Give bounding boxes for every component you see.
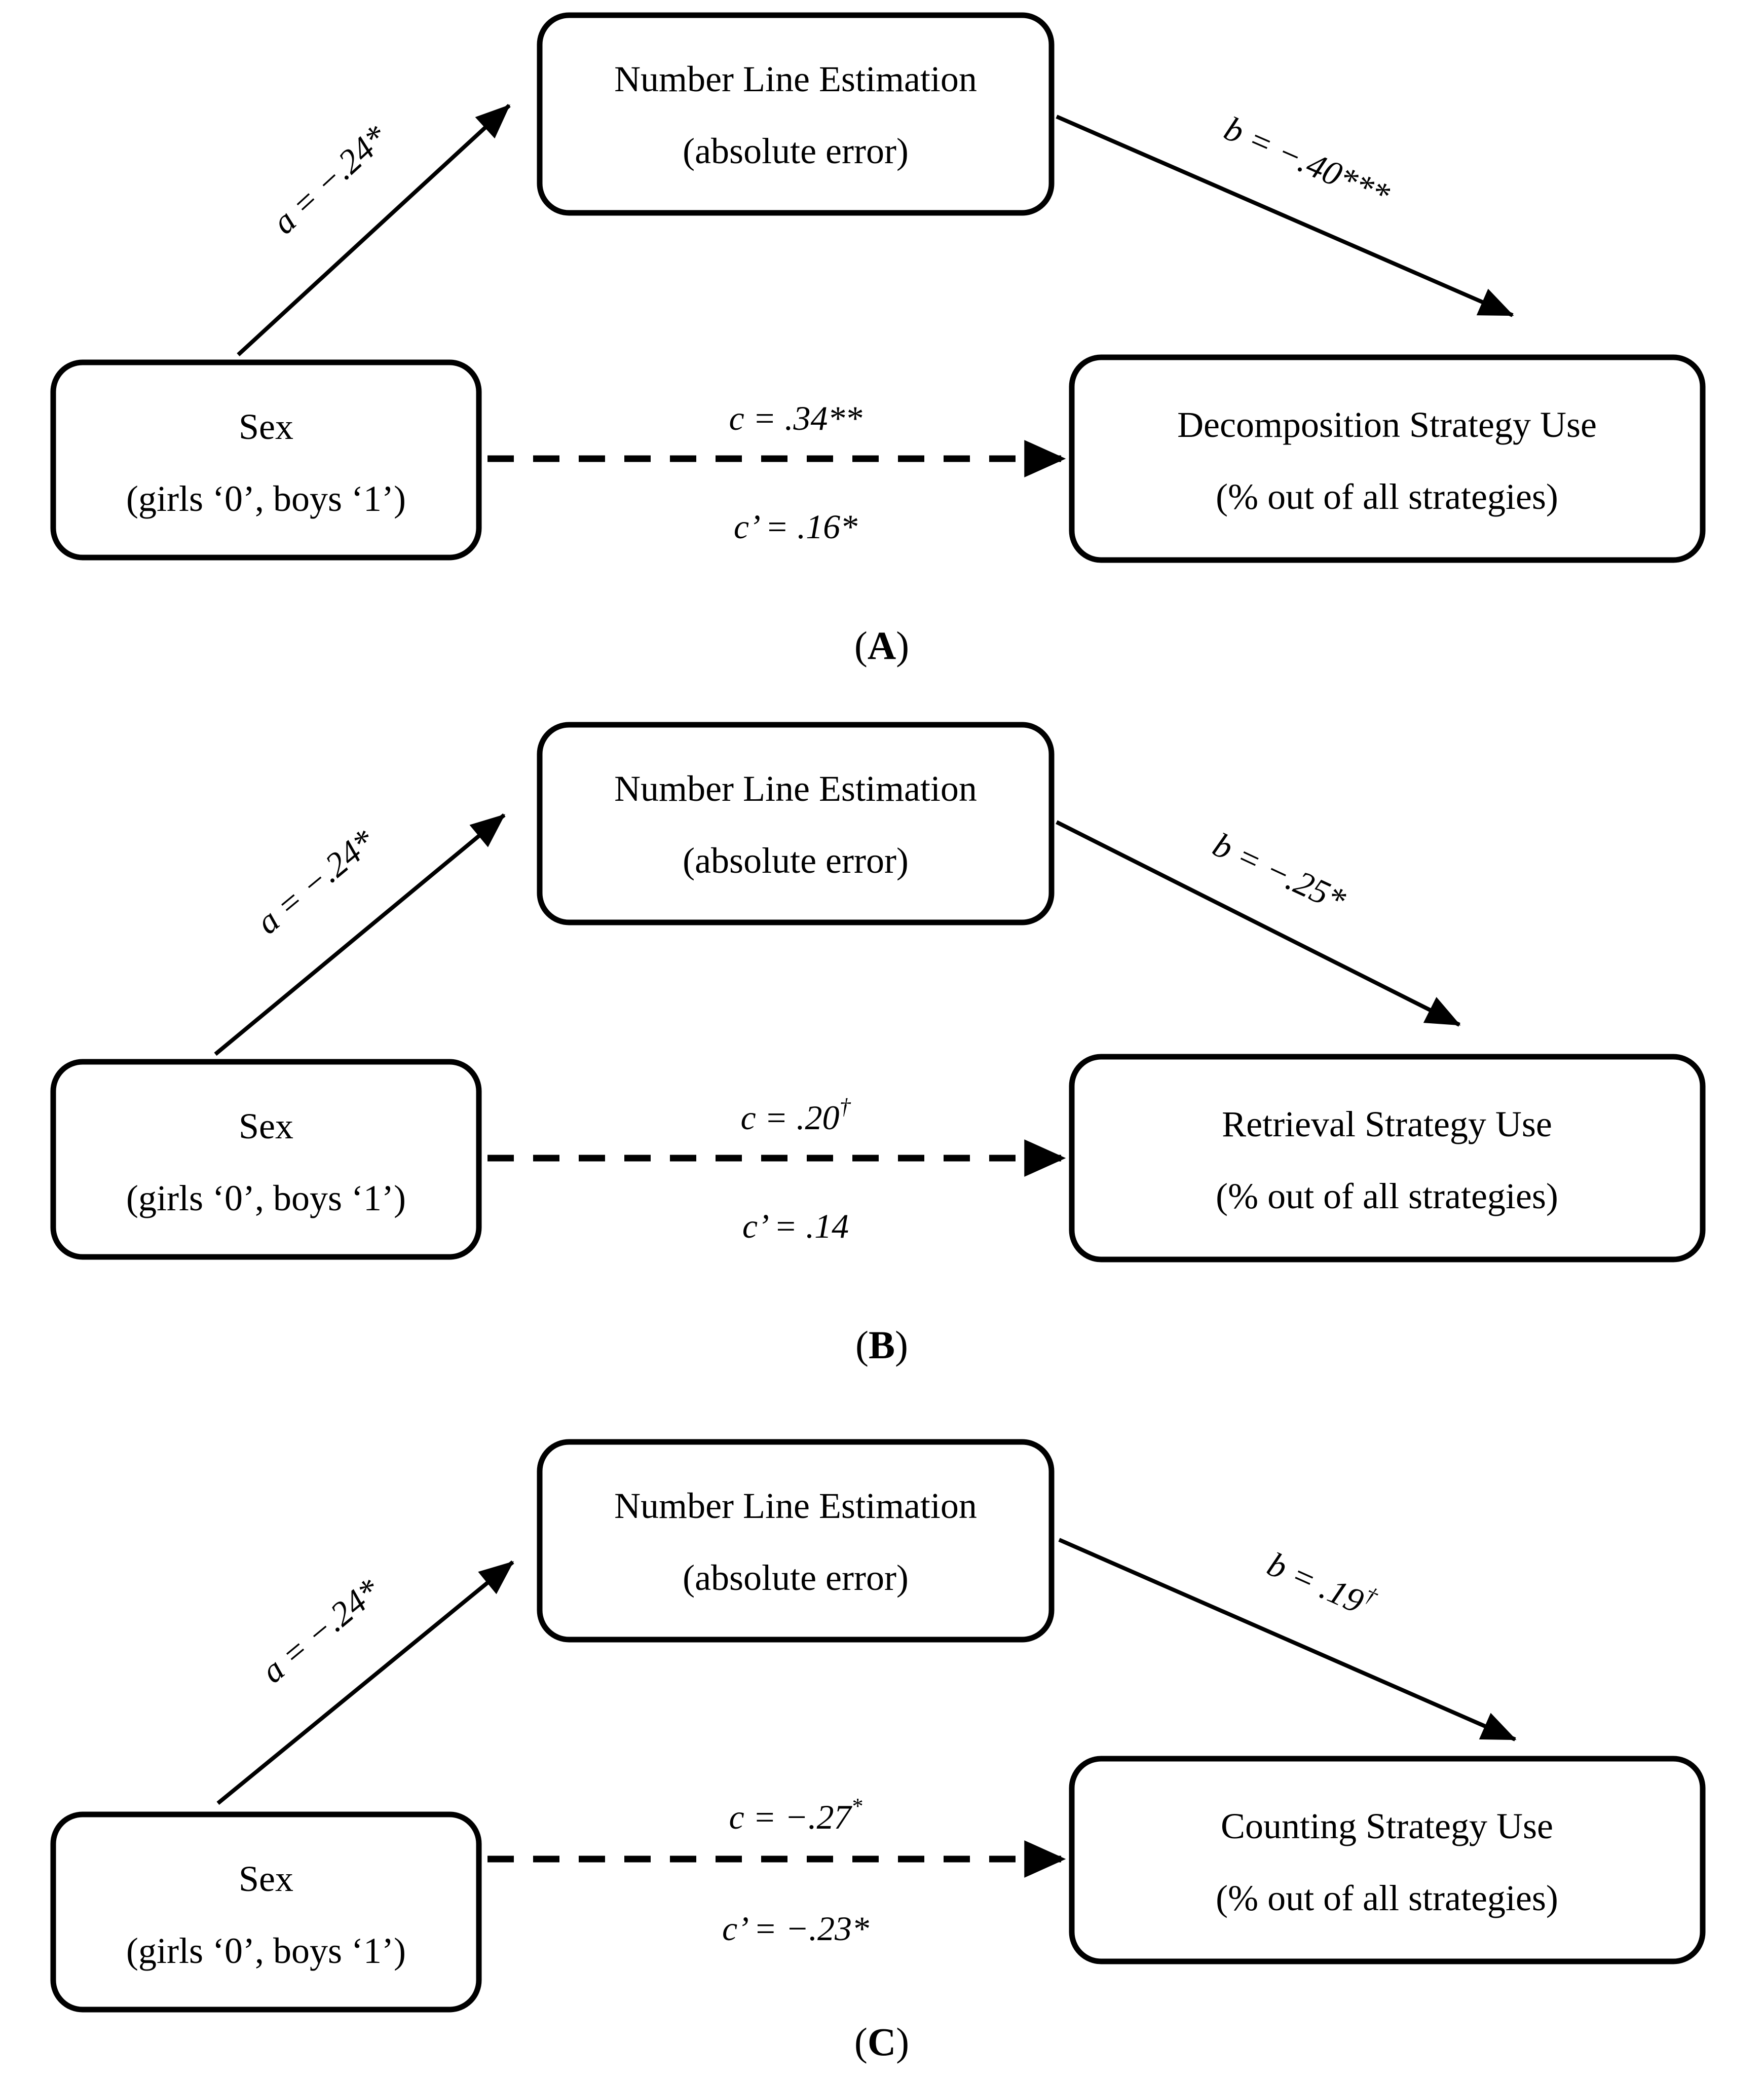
predictor-line2: (girls ‘0’, boys ‘1’) (126, 1178, 406, 1218)
path-b-arrow (1058, 1538, 1517, 1741)
panel-b: Number Line Estimation (absolute error) … (50, 722, 1706, 1367)
mediator-box (537, 12, 1055, 216)
path-b-label: b = .19† (1262, 1541, 1382, 1625)
mediator-line1: Number Line Estimation (614, 768, 977, 809)
predictor-line1: Sex (239, 1106, 293, 1146)
path-a-arrow (214, 813, 506, 1056)
mediator-line2: (absolute error) (683, 131, 909, 171)
outcome-box (1069, 354, 1706, 563)
panel-c-letter: (C) (854, 2020, 909, 2064)
path-c-prime-label: c’ = .14 (742, 1207, 849, 1245)
predictor-box (50, 1811, 482, 2013)
panel-c: Number Line Estimation (absolute error) … (50, 1439, 1706, 2064)
outcome-line2: (% out of all strategies) (1216, 1176, 1558, 1216)
predictor-box (50, 1059, 482, 1260)
path-a-label: a = −.24* (265, 118, 395, 241)
path-c-prime-label: c’ = .16* (734, 507, 857, 546)
outcome-box (1069, 1054, 1706, 1263)
path-c-label: c = .20† (740, 1094, 851, 1137)
mediator-line1: Number Line Estimation (614, 59, 977, 99)
mediator-line2: (absolute error) (683, 840, 909, 881)
mediator-line2: (absolute error) (683, 1557, 909, 1598)
outcome-line1: Retrieval Strategy Use (1222, 1104, 1552, 1144)
predictor-box (50, 359, 482, 561)
path-a-label: a = −.24* (249, 822, 382, 941)
path-c-prime-label: c’ = −.23* (722, 1909, 869, 1948)
mediator-box (537, 1439, 1055, 1643)
path-c-label: c = .34** (729, 399, 862, 437)
panel-a-letter: (A) (854, 623, 909, 667)
outcome-box (1069, 1756, 1706, 1964)
path-b-arrow (1056, 820, 1461, 1027)
outcome-line1: Counting Strategy Use (1221, 1806, 1553, 1846)
outcome-line2: (% out of all strategies) (1216, 1878, 1558, 1918)
panel-b-letter: (B) (855, 1323, 908, 1367)
predictor-line1: Sex (239, 1859, 293, 1899)
outcome-line2: (% out of all strategies) (1216, 476, 1558, 517)
mediator-box (537, 722, 1055, 925)
outcome-line1: Decomposition Strategy Use (1177, 404, 1597, 445)
predictor-line1: Sex (239, 406, 293, 447)
path-b-arrow (1056, 115, 1514, 317)
path-a-arrow (216, 1560, 514, 1805)
panel-a: Number Line Estimation (absolute error) … (50, 12, 1706, 667)
path-b-label: b = −.25* (1207, 825, 1352, 920)
predictor-line2: (girls ‘0’, boys ‘1’) (126, 478, 406, 519)
mediator-line1: Number Line Estimation (614, 1486, 977, 1526)
path-a-arrow (237, 104, 511, 356)
path-c-label: c = −.27* (729, 1794, 862, 1836)
predictor-line2: (girls ‘0’, boys ‘1’) (126, 1930, 406, 1971)
path-a-label: a = −.24* (254, 1571, 387, 1690)
